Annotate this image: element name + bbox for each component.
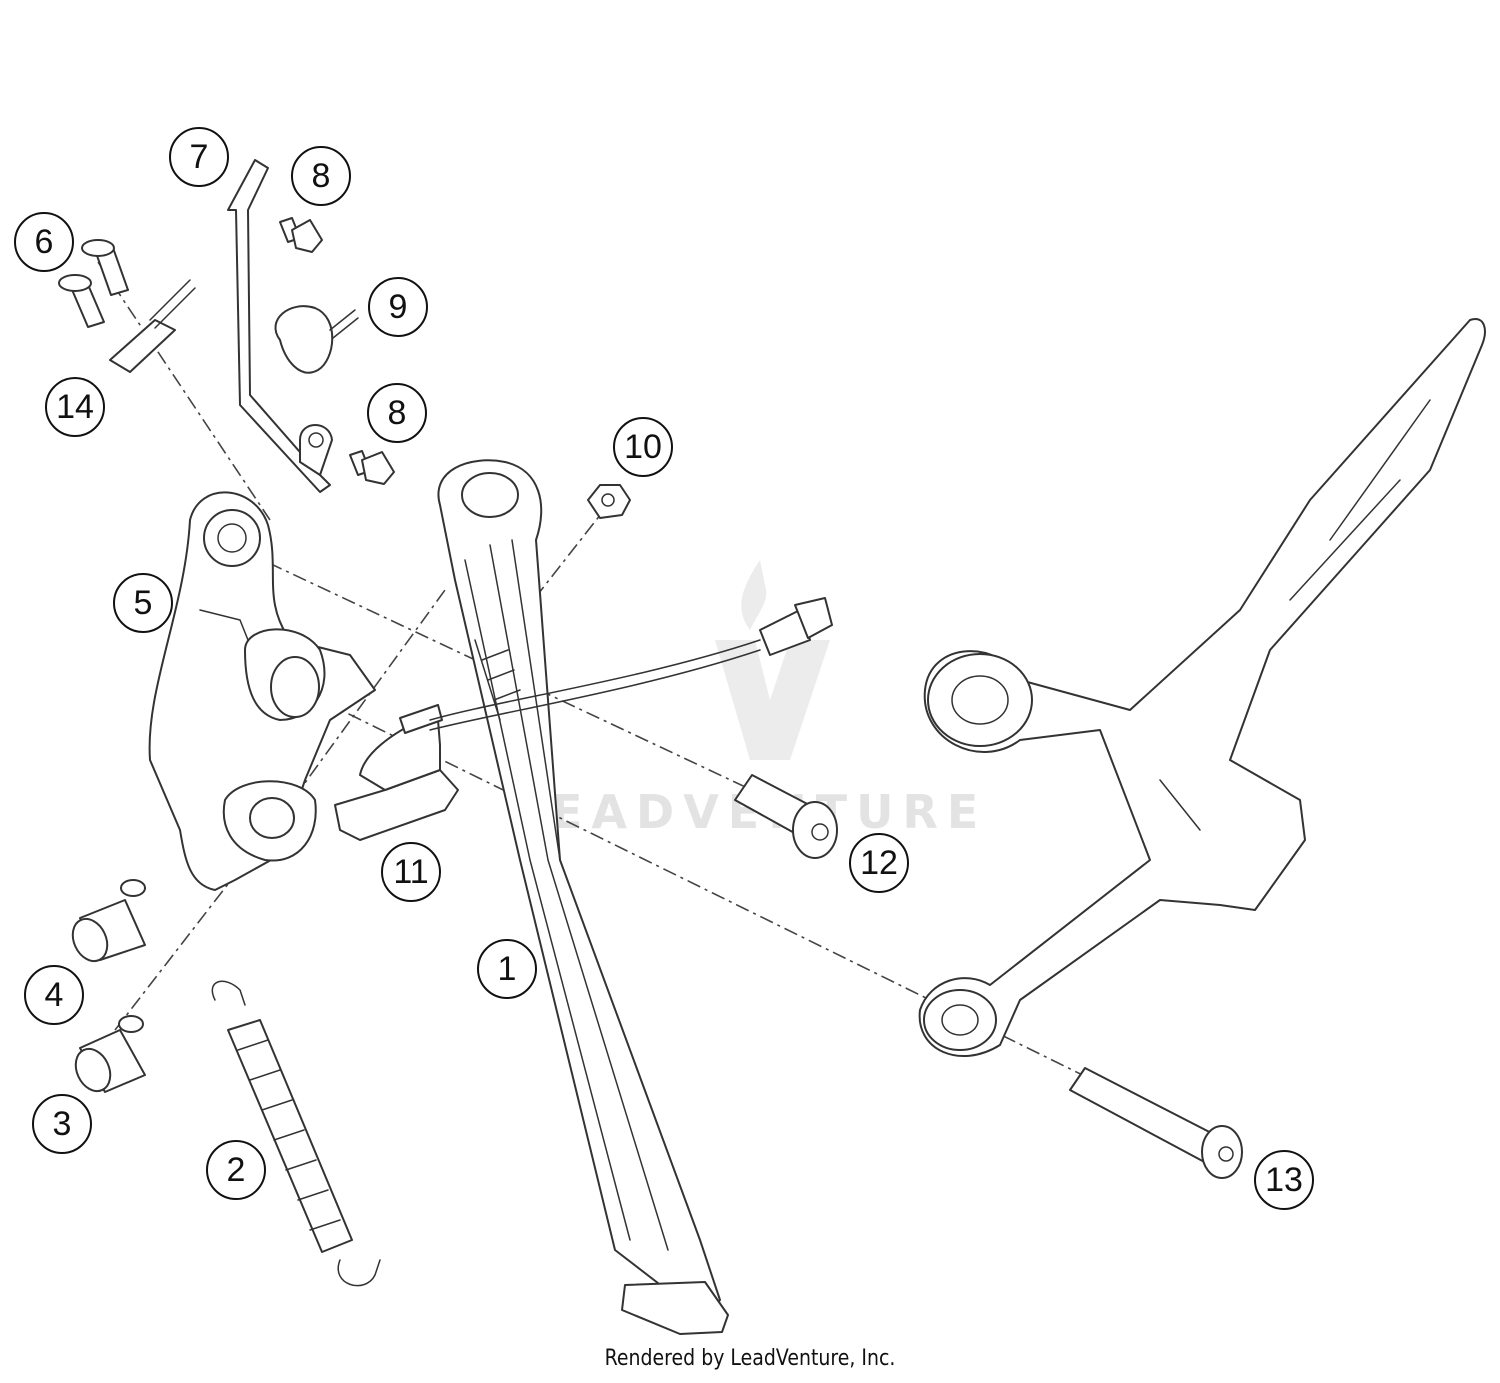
part-screws [58, 239, 129, 328]
part-side-stand [437, 459, 729, 1335]
part-nut-10 [587, 484, 631, 519]
part-nut-lower [349, 450, 395, 485]
callout-1-label: 1 [498, 950, 517, 988]
part-nut-upper [279, 217, 323, 253]
part-sleeve-4 [71, 879, 146, 963]
callout-8-lower-label: 8 [388, 394, 407, 432]
callout-10-label: 10 [624, 428, 662, 466]
callout-13: 13 [1254, 1150, 1314, 1210]
callout-4: 4 [24, 965, 84, 1025]
callout-5: 5 [113, 573, 173, 633]
assembly-axes [97, 261, 1236, 1151]
callout-9-label: 9 [389, 288, 408, 326]
callout-12: 12 [849, 833, 909, 893]
part-bolt-13 [1069, 1067, 1243, 1179]
part-spring [211, 980, 381, 1287]
part-switch [334, 597, 833, 841]
callout-7: 7 [169, 127, 229, 187]
part-sleeve-3 [74, 1015, 146, 1093]
callout-2-label: 2 [227, 1151, 246, 1189]
callout-4-label: 4 [45, 976, 64, 1014]
callout-8-lower: 8 [367, 383, 427, 443]
callout-3-label: 3 [53, 1105, 72, 1143]
part-bracket [148, 491, 376, 891]
part-clip [109, 279, 196, 373]
footer-credit: Rendered by LeadVenture, Inc. [604, 1346, 896, 1371]
callout-1: 1 [477, 939, 537, 999]
callout-7-label: 7 [190, 138, 209, 176]
watermark-logo [715, 560, 830, 760]
callout-6: 6 [14, 212, 74, 272]
callout-5-label: 5 [134, 584, 153, 622]
part-bolt-12 [734, 774, 838, 859]
callout-14: 14 [45, 377, 105, 437]
callout-12-label: 12 [860, 844, 898, 882]
callout-8-upper-label: 8 [312, 157, 331, 195]
callout-14-label: 14 [56, 388, 94, 426]
callout-9: 9 [368, 277, 428, 337]
callout-6-label: 6 [35, 223, 54, 261]
callout-3: 3 [32, 1094, 92, 1154]
callout-2: 2 [206, 1140, 266, 1200]
callout-11: 11 [381, 842, 441, 902]
part-cable-tie [274, 305, 359, 374]
callout-11-label: 11 [393, 853, 428, 891]
callout-10: 10 [613, 417, 673, 477]
callout-13-label: 13 [1265, 1161, 1303, 1199]
callout-8-upper: 8 [291, 146, 351, 206]
part-bent-bracket [227, 159, 333, 493]
part-frame-bracket [918, 318, 1486, 1057]
